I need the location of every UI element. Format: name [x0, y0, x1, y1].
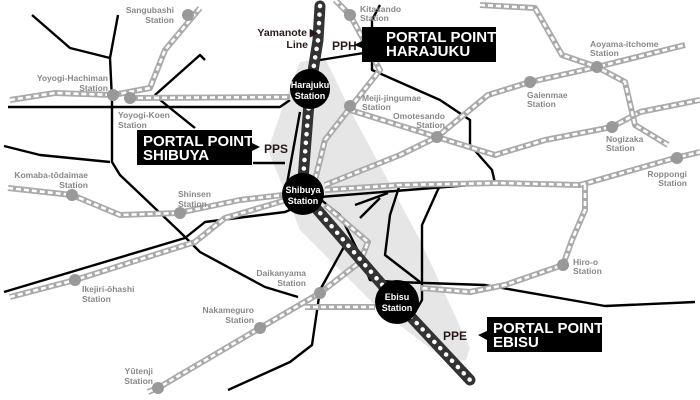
svg-text:PPE: PPE — [443, 329, 467, 343]
yamanote-line-label: Yamanote ▶Line — [257, 27, 319, 51]
svg-text:PPH: PPH — [332, 39, 357, 53]
station-markers — [66, 9, 683, 394]
svg-text:PPS: PPS — [264, 142, 288, 156]
